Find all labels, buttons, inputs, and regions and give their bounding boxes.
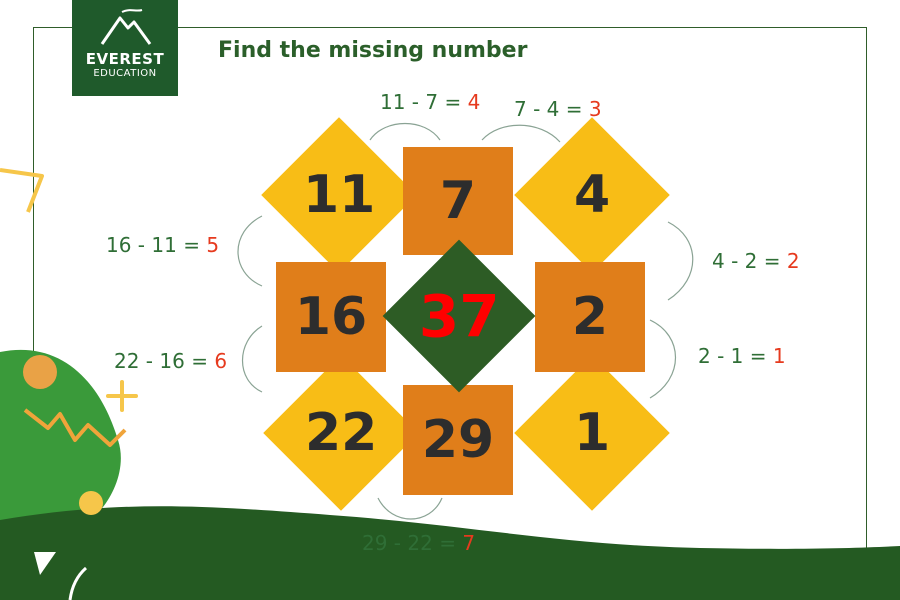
orange-dot [23, 355, 57, 389]
mountain-icon [100, 9, 152, 45]
orange-zigzag [23, 408, 127, 447]
equation: 16 - 11 = 5 [106, 233, 220, 257]
equation: 11 - 7 = 4 [380, 90, 481, 114]
equation: 4 - 2 = 2 [712, 249, 800, 273]
connector-arc [667, 221, 694, 301]
connector-arc [481, 124, 561, 143]
connector-arc [649, 319, 676, 399]
dark-green-ground [0, 506, 900, 600]
equation: 2 - 1 = 1 [698, 344, 786, 368]
connector-arc [237, 215, 263, 287]
tile-bottom: 29 [403, 385, 513, 495]
logo-subtitle: EDUCATION [93, 68, 157, 79]
yellow-dot [79, 491, 103, 515]
yellow-angle [0, 168, 44, 213]
equation: 7 - 4 = 3 [514, 97, 602, 121]
logo-name: EVEREST [85, 50, 165, 68]
tile-right: 2 [535, 262, 645, 372]
connector-arc [377, 497, 443, 520]
page-title: Find the missing number [218, 38, 528, 63]
tile-left: 16 [276, 262, 386, 372]
white-arc [68, 566, 88, 600]
everest-logo: EVEREST EDUCATION [72, 0, 178, 96]
connector-arc [369, 122, 441, 141]
connector-arc [241, 325, 263, 393]
equation: 22 - 16 = 6 [114, 349, 228, 373]
equation: 29 - 22 = 7 [362, 531, 476, 555]
white-triangle [34, 552, 56, 575]
tile-top: 7 [403, 147, 513, 255]
